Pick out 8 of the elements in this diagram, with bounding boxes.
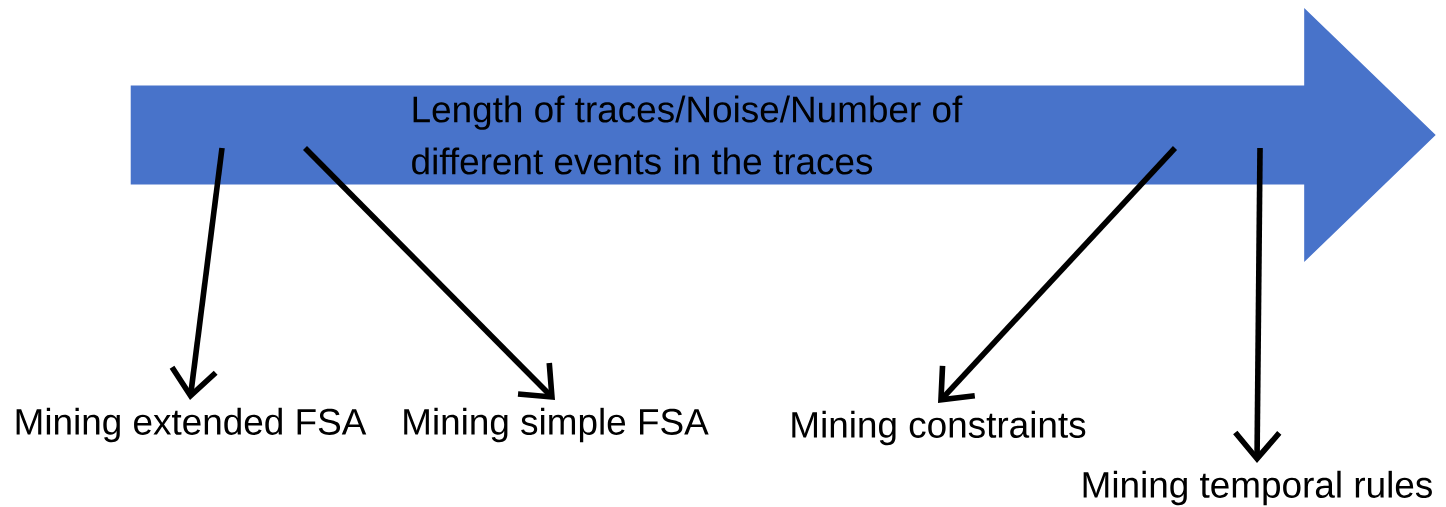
arrow — [1233, 147, 1282, 464]
label-text: Mining simple FSA — [404, 407, 709, 443]
label-text: Mining temporal rules — [1083, 470, 1432, 506]
label-text: Mining constraints — [792, 410, 1086, 446]
arrow — [169, 147, 225, 401]
arrow — [938, 146, 1178, 404]
arrow — [303, 146, 555, 401]
label-text: Mining extended FSA — [16, 407, 367, 443]
